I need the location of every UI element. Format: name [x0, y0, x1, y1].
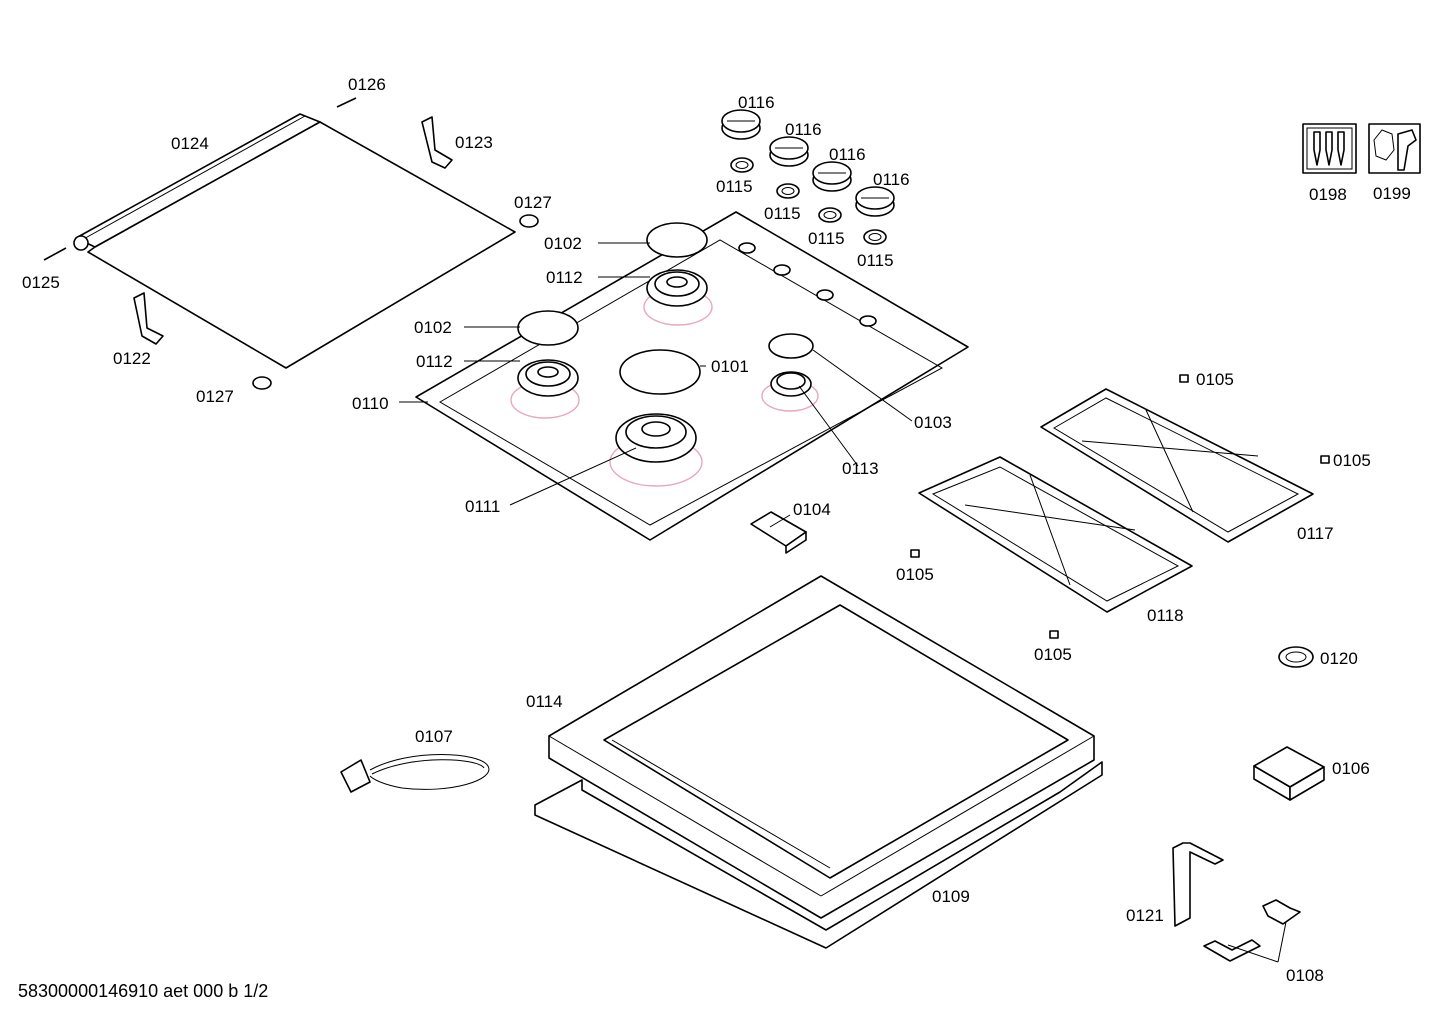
label-0120: 0120: [1320, 649, 1358, 668]
label-0127-top: 0127: [514, 193, 552, 212]
label-0102-left: 0102: [414, 318, 452, 337]
label-0115-4: 0115: [857, 251, 894, 270]
pan-support-0118: [918, 456, 1193, 613]
pan-support-0117: [1040, 388, 1314, 543]
label-0115-2: 0115: [764, 204, 801, 223]
control-knob-0116-2: [769, 136, 809, 167]
label-0112-left: 0112: [416, 352, 453, 371]
label-0125: 0125: [22, 273, 60, 292]
mains-cable-0107: [340, 754, 490, 793]
hob-frame-0114: [548, 575, 1095, 919]
bracket-0121: [1172, 842, 1224, 927]
label-0124: 0124: [171, 134, 209, 153]
label-0111: 0111: [465, 497, 500, 516]
label-0115-3: 0115: [808, 229, 845, 248]
hinge-bracket-0123: [421, 116, 453, 169]
bracket-0108-b: [1262, 899, 1301, 925]
control-knob-0116-4: [855, 186, 895, 217]
buffer-0127-top: [519, 214, 539, 228]
hinge-bracket-0122: [133, 292, 164, 345]
label-0105-c: 0105: [896, 565, 934, 584]
burner-0112-rear: [646, 269, 708, 307]
leader-lines: [399, 242, 1287, 963]
label-0114: 0114: [526, 692, 563, 711]
label-0127-bottom: 0127: [196, 387, 234, 406]
knob-bezel-0115-2: [776, 183, 800, 199]
glass-lid: [73, 113, 516, 369]
burner-cap-0102-rear: [646, 222, 708, 258]
burner-0111: [615, 413, 697, 463]
label-0110: 0110: [352, 394, 389, 413]
control-knob-0116-3: [812, 161, 852, 192]
label-0116-1: 0116: [738, 93, 775, 112]
knob-bezel-0115-4: [863, 229, 887, 245]
label-0116-3: 0116: [829, 145, 866, 164]
knob-bezel-0115-3: [818, 207, 842, 223]
label-0105-a: 0105: [1196, 370, 1234, 389]
rubber-foot-0105-a: [1179, 374, 1189, 383]
burner-0112-left: [517, 359, 579, 397]
label-0103: 0103: [914, 413, 952, 432]
label-0107: 0107: [415, 727, 453, 746]
burner-0113: [770, 371, 812, 397]
label-0199: 0199: [1373, 184, 1411, 203]
label-0102-rear: 0102: [544, 234, 582, 253]
buffer-0127-bottom: [252, 376, 272, 390]
hinge-screw-0126: [336, 97, 357, 108]
knob-bezel-0115-1: [730, 157, 754, 173]
base-tray-0109: [534, 761, 1103, 949]
bracket-0108-a: [1203, 939, 1261, 962]
label-0116-2: 0116: [785, 120, 822, 139]
gasket-0120: [1278, 646, 1314, 668]
control-knob-0116-1: [721, 109, 761, 140]
label-0123: 0123: [455, 133, 493, 152]
label-0112-rear: 0112: [546, 268, 583, 287]
burner-cap-0103: [768, 333, 814, 359]
label-0118: 0118: [1147, 606, 1184, 625]
label-0198: 0198: [1309, 185, 1347, 204]
rubber-foot-0105-b: [1320, 455, 1330, 464]
label-0109: 0109: [932, 887, 970, 906]
label-0101: 0101: [711, 357, 749, 376]
label-0105-d: 0105: [1034, 645, 1072, 664]
label-0116-4: 0116: [873, 170, 910, 189]
wrench-nut-icon: [1368, 123, 1421, 174]
burner-cap-0101: [619, 349, 701, 395]
label-0115-1: 0115: [716, 177, 753, 196]
label-0104: 0104: [793, 500, 831, 519]
screwdriver-set-icon: [1302, 123, 1357, 174]
label-0106: 0106: [1332, 759, 1370, 778]
rubber-foot-0105-d: [1049, 630, 1059, 639]
label-0126: 0126: [348, 75, 386, 94]
label-0117: 0117: [1297, 524, 1334, 543]
label-0122: 0122: [113, 349, 151, 368]
burner-cap-0102-left: [517, 310, 579, 346]
label-0105-b: 0105: [1333, 451, 1371, 470]
label-0108: 0108: [1286, 966, 1324, 985]
label-0121: 0121: [1126, 906, 1164, 925]
part-labels: 0126 0124 0123 0127 0125 0122 0127 0110 …: [22, 75, 1411, 985]
drawing-code: 58300000146910 aet 000 b 1/2: [18, 981, 269, 1001]
hinge-screw-0125: [43, 247, 67, 261]
label-0113: 0113: [842, 459, 879, 478]
support-block-0106: [1253, 746, 1325, 801]
terminal-block-0104: [750, 511, 807, 554]
rubber-foot-0105-c: [910, 549, 920, 558]
